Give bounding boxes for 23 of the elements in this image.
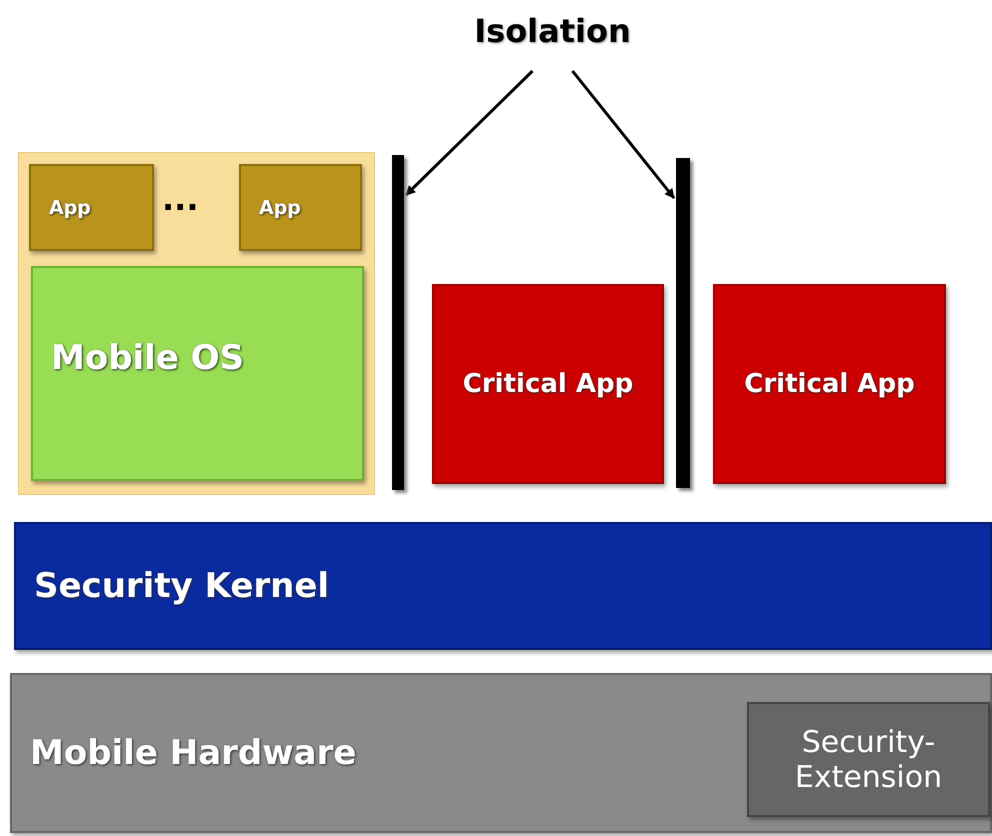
app-box (29, 164, 154, 251)
barrier-bar (676, 158, 690, 488)
hardware-layer (10, 673, 992, 833)
os-box (31, 266, 364, 481)
box-label: Mobile OS (51, 338, 244, 378)
ellipsis-text: ... (162, 180, 198, 218)
box-label: Mobile Hardware (30, 733, 356, 773)
box-label: Critical App (743, 369, 916, 399)
app-box (239, 164, 362, 251)
box-label: Security-Extension (794, 724, 944, 794)
box-label: Critical App (462, 369, 634, 399)
arrow (571, 70, 676, 199)
app-panel (18, 152, 375, 495)
box-label: App (259, 196, 301, 218)
box-label: Security Kernel (34, 566, 330, 606)
extension-box (747, 702, 990, 817)
arrow (404, 70, 534, 196)
barrier-bar (392, 155, 404, 490)
critical-app-box (432, 284, 664, 484)
heading-text: Isolation (473, 12, 632, 50)
kernel-layer (14, 522, 992, 650)
box-label: App (49, 196, 91, 218)
critical-app-box (713, 284, 946, 484)
